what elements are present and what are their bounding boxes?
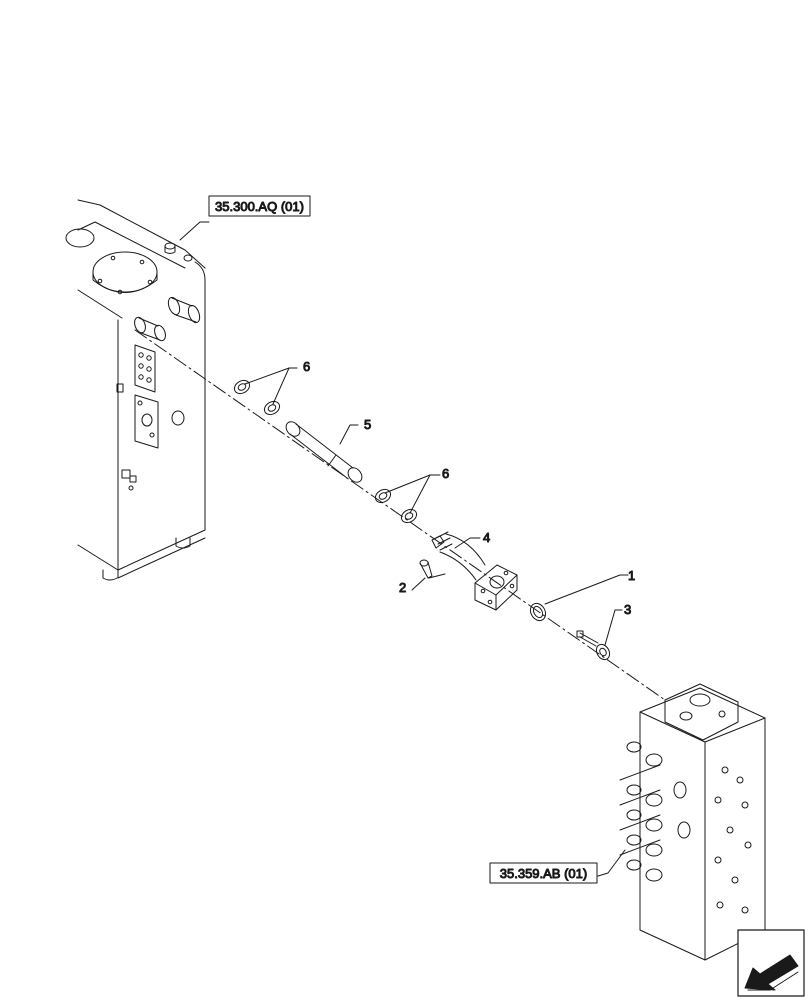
- o-ring-icon: [529, 602, 547, 622]
- bolt-icon: [419, 559, 446, 579]
- clamp-icon: [233, 379, 281, 416]
- valve-ref-box[interactable]: [489, 862, 598, 884]
- assembly-centerline: [134, 329, 666, 701]
- callout-1: 1: [628, 568, 635, 583]
- hose-icon: [285, 421, 363, 483]
- callout-3: 3: [624, 602, 631, 617]
- plug-fitting-icon: [576, 630, 611, 661]
- control-valve: [619, 683, 766, 961]
- tank-ref-label[interactable]: 35.300.AQ (01): [215, 199, 305, 215]
- leader-lines: [179, 221, 629, 877]
- callout-6-upper: 6: [303, 359, 310, 374]
- arrow-back-icon[interactable]: [737, 929, 805, 997]
- hydraulic-tank: [65, 199, 206, 581]
- callout-2: 2: [399, 580, 406, 595]
- elbow-pipe-icon: [431, 531, 518, 611]
- valve-ref-label[interactable]: 35.359.AB (01): [499, 866, 587, 882]
- callout-5: 5: [364, 417, 371, 432]
- tank-ref-box[interactable]: [208, 195, 311, 217]
- clamp-icon: [374, 488, 418, 524]
- callout-6-lower: 6: [442, 466, 449, 481]
- callout-4: 4: [483, 530, 490, 545]
